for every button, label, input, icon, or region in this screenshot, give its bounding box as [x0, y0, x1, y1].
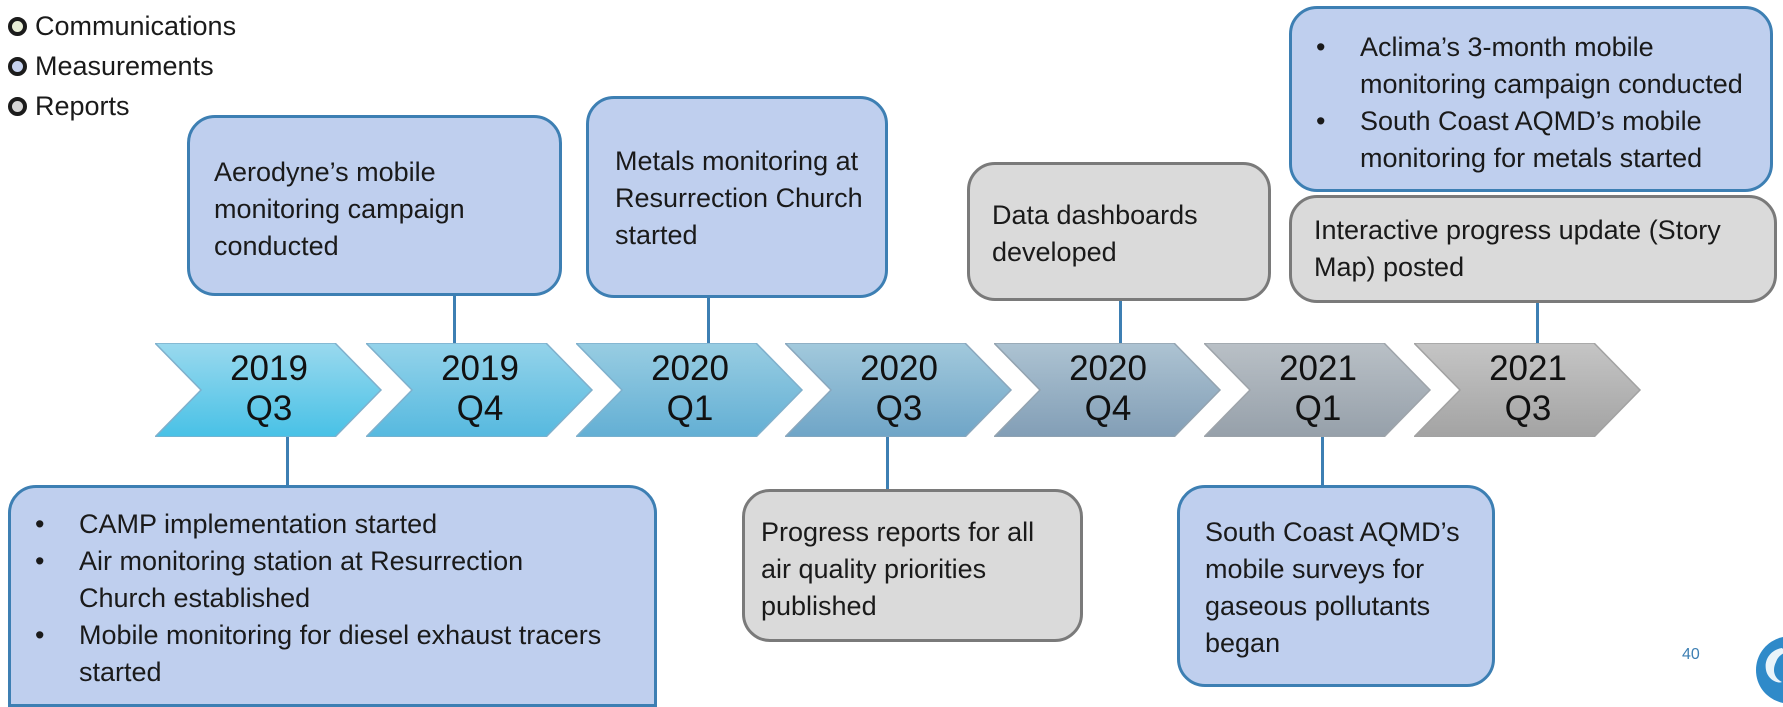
- event-list: Aclima’s 3-month mobile monitoring campa…: [1292, 29, 1760, 177]
- chevron-shape: [994, 343, 1222, 437]
- event-text: Interactive progress update (Story Map) …: [1314, 215, 1721, 282]
- chevron-shape: [366, 343, 594, 437]
- timeline-year: 2019: [230, 349, 308, 388]
- legend-item-reports: Reports: [8, 86, 236, 126]
- timeline-year: 2020: [860, 349, 938, 388]
- event-box-aclima: Aclima’s 3-month mobile monitoring campa…: [1289, 6, 1773, 192]
- logo-shape: [1756, 637, 1783, 703]
- timeline-quarter: Q3: [1504, 389, 1552, 428]
- legend: Communications Measurements Reports: [8, 6, 236, 126]
- timeline-year: 2021: [1279, 349, 1357, 388]
- logo-icon: [1752, 632, 1783, 707]
- legend-label: Measurements: [35, 50, 214, 81]
- timeline-year: 2020: [1069, 349, 1147, 388]
- event-text: Data dashboards developed: [992, 200, 1198, 267]
- page-number: 40: [1682, 646, 1700, 663]
- connector-south-coast-surveys: [1321, 435, 1324, 485]
- legend-item-measurements: Measurements: [8, 46, 236, 86]
- event-list-item: CAMP implementation started: [11, 506, 614, 543]
- event-box-story-map: Interactive progress update (Story Map) …: [1289, 195, 1777, 303]
- event-list-item: Aclima’s 3-month mobile monitoring campa…: [1292, 29, 1760, 103]
- timeline-year: 2020: [651, 349, 729, 388]
- event-list-item: Air monitoring station at Resurrection C…: [11, 543, 614, 617]
- communications-circle-icon: [8, 16, 27, 36]
- connector-progress-reports: [886, 435, 889, 489]
- timeline-quarter: Q1: [666, 389, 714, 428]
- reports-circle-icon: [8, 96, 27, 116]
- chevron-shape: [576, 343, 804, 437]
- connector-aerodyne: [453, 296, 456, 346]
- connector-dashboards: [1119, 301, 1122, 346]
- event-text: Progress reports for all air quality pri…: [761, 517, 1035, 621]
- event-list-item: South Coast AQMD’s mobile monitoring for…: [1292, 103, 1760, 177]
- event-box-camp: CAMP implementation started Air monitori…: [8, 485, 657, 707]
- chevron-shape: [1204, 343, 1432, 437]
- timeline-quarter: Q3: [245, 389, 293, 428]
- event-text: Metals monitoring at Resurrection Church…: [615, 146, 863, 250]
- timeline-year: 2019: [441, 349, 519, 388]
- chevron-shape: [785, 343, 1013, 437]
- event-box-metals: Metals monitoring at Resurrection Church…: [586, 96, 888, 298]
- chevron-shape: [1414, 343, 1642, 437]
- measurements-circle-icon: [8, 56, 27, 76]
- event-list: CAMP implementation started Air monitori…: [11, 506, 614, 691]
- timeline-year: 2021: [1489, 349, 1567, 388]
- chevron-shape: [155, 343, 383, 437]
- connector-metals: [707, 298, 710, 346]
- connector-story-map: [1536, 303, 1539, 346]
- timeline-quarter: Q3: [875, 389, 923, 428]
- connector-camp: [286, 435, 289, 485]
- event-text: South Coast AQMD’s mobile surveys for ga…: [1205, 517, 1460, 658]
- event-box-south-coast-surveys: South Coast AQMD’s mobile surveys for ga…: [1177, 485, 1495, 687]
- legend-label: Reports: [35, 90, 130, 121]
- timeline-quarter: Q4: [456, 389, 504, 428]
- legend-item-communications: Communications: [8, 6, 236, 46]
- event-box-aerodyne: Aerodyne’s mobile monitoring campaign co…: [187, 115, 562, 296]
- timeline-quarter: Q4: [1084, 389, 1132, 428]
- event-box-dashboards: Data dashboards developed: [967, 162, 1271, 301]
- event-box-progress-reports: Progress reports for all air quality pri…: [742, 489, 1083, 642]
- event-list-item: Mobile monitoring for diesel exhaust tra…: [11, 617, 614, 691]
- timeline-quarter: Q1: [1294, 389, 1342, 428]
- event-text: Aerodyne’s mobile monitoring campaign co…: [214, 157, 465, 261]
- legend-label: Communications: [35, 10, 237, 41]
